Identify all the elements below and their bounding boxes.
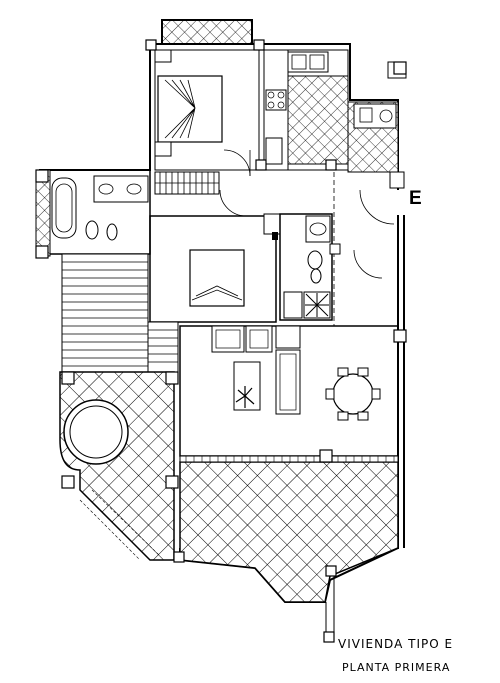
living-dining — [179, 325, 399, 457]
top-balcony — [161, 19, 253, 45]
toilet-2 — [307, 250, 323, 270]
cabinet — [275, 325, 301, 349]
wardrobe — [154, 171, 247, 217]
laundry-gallery — [347, 61, 407, 189]
double-sink — [93, 175, 149, 203]
columns — [35, 39, 407, 643]
dining-table — [332, 373, 374, 415]
exterior-line — [325, 576, 335, 632]
main-terrace — [179, 455, 399, 603]
pool — [63, 399, 129, 465]
pool-terrace — [59, 371, 175, 561]
bedroom-1 — [154, 49, 260, 177]
sofa — [275, 349, 301, 415]
bathtub — [51, 177, 77, 239]
bidet-1 — [106, 223, 118, 241]
kitchen — [263, 49, 349, 171]
stove — [265, 89, 287, 111]
kitchen-sink — [287, 51, 329, 73]
bathroom-1 — [35, 169, 151, 257]
double-bed-2 — [189, 249, 245, 307]
plan-subtitle: PLANTA PRIMERA — [342, 661, 451, 674]
left-terrace — [61, 253, 179, 375]
toilet-1 — [85, 220, 99, 240]
bathroom-2 — [279, 213, 333, 321]
coffee-table — [233, 361, 261, 411]
double-bed-1 — [157, 75, 223, 143]
bedroom-2 — [149, 213, 281, 323]
entry-door — [329, 172, 395, 326]
entry-marker: E — [409, 188, 422, 209]
bidet-2 — [310, 268, 322, 284]
plan-title: VIVIENDA TIPO E — [338, 637, 454, 651]
